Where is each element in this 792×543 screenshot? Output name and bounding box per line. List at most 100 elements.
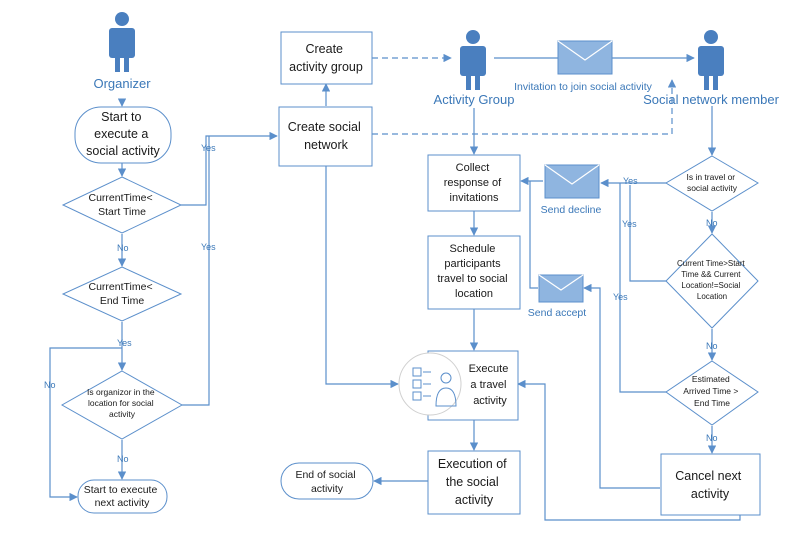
schedule-line-1: Schedule [450,243,496,255]
cancel-text: Cancel next activity [675,469,745,501]
connectors [49,53,741,521]
schedule-line-3: travel to social [437,273,507,285]
d3-line-1: Is organizor in the [87,387,155,397]
d3-line-3: activity [109,409,136,419]
create-network-line-2: network [304,138,349,152]
decision-location-text: Current Time>Start Time && Current Locat… [677,259,747,301]
execution-text: Execution of the social activity [438,457,510,507]
r2-line-2: Time && Current [681,270,741,279]
actor-activity-group: Activity Group [434,92,515,107]
r2-line-3: Location!=Social [681,281,740,290]
collect-box [427,154,521,212]
schedule-line-2: participants [444,258,501,270]
decision-start-time [61,176,183,234]
r1-line-2: social activity [687,183,738,193]
decline-label: Send decline [541,204,602,216]
decision-in-travel [665,155,759,212]
end-line-1: End of social [295,469,355,481]
actor-member: Social network member [643,92,779,107]
end-line-2: activity [311,483,344,495]
person-icon-member [698,30,724,90]
d3-line-2: location for social [88,398,154,408]
person-icon-organizer [109,12,135,72]
yes-label-r3: Yes [613,292,628,302]
decision-in-location-text: Is organizor in the location for social … [87,387,157,419]
collect-line-2: response of [444,177,502,189]
next-line-2: next activity [95,497,151,509]
cancel-line-1: Cancel next [675,469,742,483]
decision-in-travel-text: Is in travel or social activity [686,172,737,193]
end-text: End of social activity [295,469,358,495]
invitation-label: Invitation to join social activity [514,81,652,93]
collect-line-1: Collect [456,162,490,174]
create-group-line-1: Create [305,42,343,56]
edge-labels: Yes Yes No Yes No No Yes No Yes No Yes N… [44,143,718,464]
d1-line-1: CurrentTime< [88,192,152,204]
create-network-box [278,106,373,167]
envelope-icon-invitation [557,40,613,75]
yes-label-r1: Yes [623,176,638,186]
execution-line-3: activity [455,493,494,507]
d1-line-2: Start Time [98,206,146,218]
next-activity-text: Start to execute next activity [84,484,160,509]
schedule-text: Schedule participants travel to social l… [437,243,510,300]
start-line-3: social activity [86,144,160,158]
no-label-d1: No [117,243,129,253]
actor-organizer: Organizer [93,76,151,91]
end-terminal [280,462,374,500]
start-terminal-text: Start to execute a social activity [86,110,160,158]
decision-location [665,233,759,329]
travel-text: Execute a travel activity [469,363,512,407]
decision-end-time [61,266,183,322]
r3-line-1: Estimated [692,374,730,384]
create-group-box [280,31,373,85]
execution-line-1: Execution of [438,457,507,471]
travel-line-1: Execute [469,363,509,375]
travel-line-3: activity [473,395,507,407]
schedule-box [427,235,521,310]
person-icon-activity-group [460,30,486,90]
collect-text: Collect response of invitations [444,162,505,204]
no-label-r3: No [706,433,718,443]
create-group-line-2: activity group [289,60,363,74]
cancel-line-2: activity [691,487,730,501]
envelope-icon-accept [538,274,584,303]
travel-activity-icon [398,352,462,416]
start-terminal [74,106,172,164]
no-label-r1: No [706,218,718,228]
execution-box [427,450,521,515]
create-network-line-1: Create social [288,120,361,134]
collect-line-3: invitations [450,192,499,204]
r2-line-1: Current Time>Start [677,259,746,268]
r1-line-1: Is in travel or [686,172,735,182]
decision-start-time-text: CurrentTime< Start Time [88,192,155,218]
execution-line-2: the social [446,475,499,489]
accept-label: Send accept [528,307,586,319]
start-line-2: execute a [94,127,148,141]
start-line-1: Start to [101,110,141,124]
next-activity-terminal [77,479,168,514]
decision-end-time-text: CurrentTime< End Time [88,281,155,307]
create-group-text: Create activity group [289,42,363,74]
yes-label-d1: Yes [201,143,216,153]
decision-arrival-text: Estimated Arrived Time > End Time [683,374,740,408]
next-line-1: Start to execute [84,484,158,496]
r3-line-3: End Time [694,398,730,408]
decision-in-location [60,370,184,440]
decision-arrival [665,360,759,426]
r3-line-2: Arrived Time > [683,386,738,396]
create-network-text: Create social network [288,120,364,152]
r2-line-4: Location [697,292,727,301]
envelope-icon-decline [544,164,600,199]
no-label-r2: No [706,341,718,351]
no-label-d3: No [117,454,129,464]
travel-line-2: a travel [470,379,506,391]
yes-label-r2: Yes [622,219,637,229]
d2-line-1: CurrentTime< [88,281,152,293]
schedule-line-4: location [455,288,493,300]
cancel-box [660,453,761,516]
yes-label-d3: Yes [201,242,216,252]
d2-line-2: End Time [100,295,145,307]
yes-label-d2: Yes [117,338,132,348]
